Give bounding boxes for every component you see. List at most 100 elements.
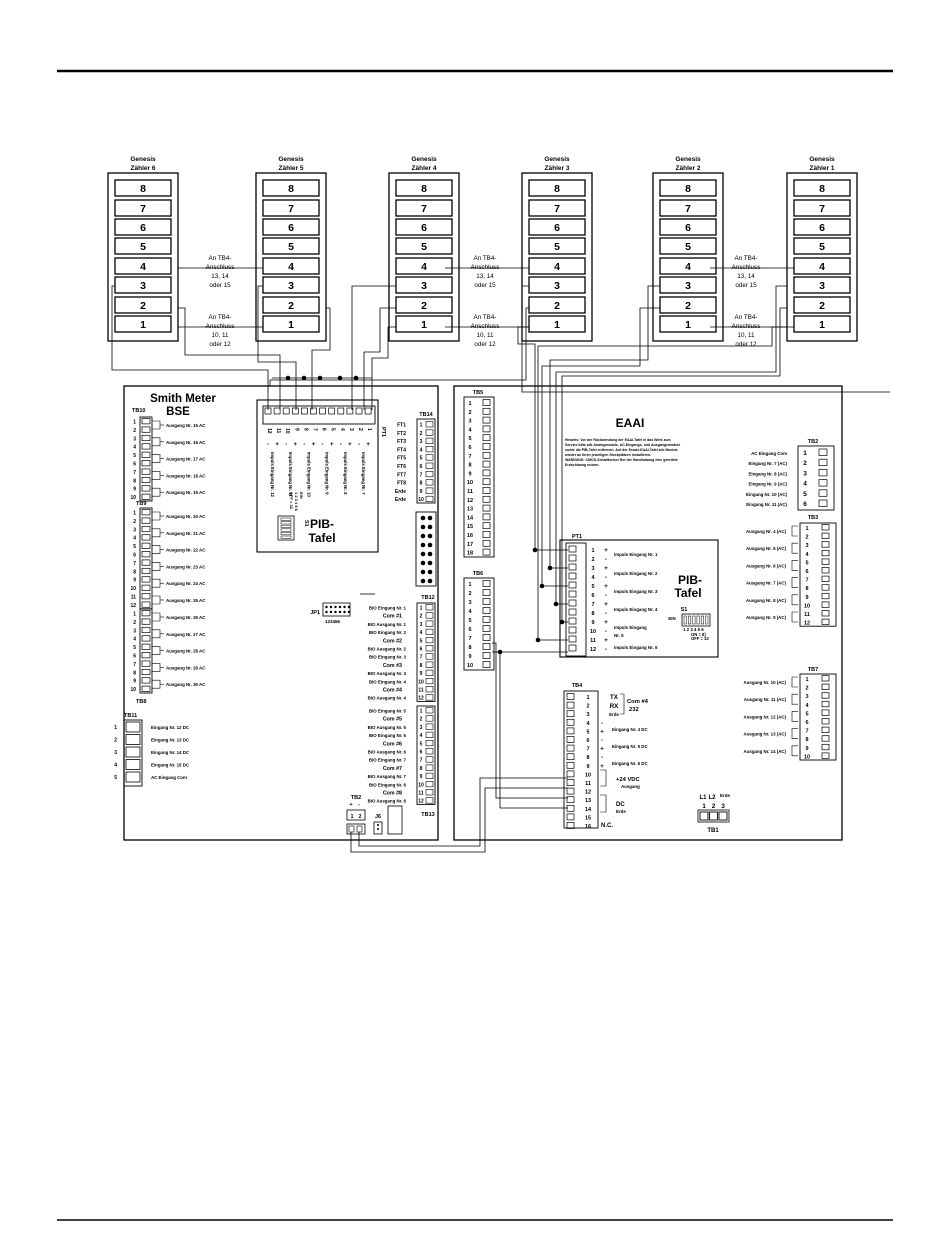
tb13-pin-number: 11 (418, 791, 424, 797)
wire-meter2-t3 (549, 285, 660, 569)
meter-terminal-box (114, 315, 172, 333)
tb3-pin-number: 3 (805, 543, 808, 549)
tb4-dc: DC (616, 802, 625, 808)
tb8-screw (141, 610, 151, 617)
tb7-screw (821, 726, 830, 733)
meter-terminal-number: 3 (288, 280, 294, 292)
tb5-screw (482, 425, 491, 433)
left-pt1-polarity: - (322, 442, 324, 448)
meter-terminal-box (528, 179, 586, 197)
tb6-pin-number: 7 (468, 636, 471, 642)
left-pib-input-label: Impuls Eingang Nr. 9 (325, 452, 330, 495)
tb6-screw (482, 580, 491, 587)
right-tb2-label: TB2 (808, 439, 818, 445)
wire-meter4-t2 (363, 307, 396, 410)
right-pib-title: PIB- (678, 573, 702, 587)
right-pt1-screw (568, 617, 577, 625)
tb14-pin-number: 3 (420, 439, 423, 445)
tb11-screw (125, 759, 141, 770)
note-line: 10, 11 (737, 332, 755, 339)
header-pin (420, 542, 426, 548)
note-line: oder 12 (209, 341, 231, 348)
tb4-pin-number: 15 (585, 815, 591, 821)
jp1-pin (325, 610, 328, 614)
meter-terminal-box (262, 276, 320, 294)
tb12-pin-number: 11 (418, 688, 424, 694)
tb5-pin-number: 18 (467, 551, 473, 557)
tb4-pin-number: 10 (585, 772, 591, 778)
tb4-rx: RX (610, 703, 619, 710)
left-s1-slider (280, 517, 292, 521)
left-pt1-polarity: - (285, 442, 287, 448)
tb5-screw (482, 495, 491, 503)
tb13-pin-number: 3 (420, 725, 423, 731)
meter-terminal-number: 3 (685, 280, 691, 292)
tb6-screw (482, 643, 491, 650)
tb9-pin-number: 7 (133, 561, 136, 567)
right-tb2-input-label: Eingang Nr. 8 (AC) (748, 471, 787, 476)
bio-io-label: BIO Ausgang Nr. 8 (368, 799, 407, 804)
tb10-screw (141, 460, 151, 467)
header-pin (420, 524, 426, 530)
ac-output-bracket (152, 629, 161, 639)
header-pin (427, 578, 433, 584)
tb7-bracket (791, 745, 798, 757)
meter-terminal-number: 4 (554, 261, 560, 273)
tb9-pin-number: 6 (133, 553, 136, 559)
tb6-pin-number: 9 (468, 654, 471, 660)
meter-terminal-number: 1 (288, 319, 294, 331)
left-device-box (387, 805, 403, 835)
ac-output-label: Ausgang Nr. 19 AC (166, 490, 206, 495)
tb1-screw (699, 811, 709, 821)
tb4-pin-number: 13 (585, 798, 591, 804)
tb3-screw (821, 541, 830, 548)
tb12-pin-number: 8 (420, 663, 423, 669)
tb13-pin-number: 5 (420, 741, 423, 747)
left-pt1-pin-number: 4 (339, 428, 345, 431)
left-s1-slider (280, 524, 292, 528)
tb7-bracket (791, 693, 798, 705)
left-tb2-pins-box (346, 809, 366, 821)
meter-outline (652, 172, 724, 342)
left-pib-input-label: Impuls Eingang Nr. 10 (306, 452, 311, 497)
tb1-l1: L1 (699, 795, 707, 801)
tb10-label: TB10 (132, 408, 145, 414)
tb4-input-6: Eingang Nr. 6 DC (612, 761, 648, 766)
jp1-pin (338, 610, 342, 614)
tb12-screw (425, 669, 434, 676)
tb11-block (123, 719, 143, 787)
meter-terminal-number: 6 (421, 222, 427, 234)
left-pib-title: PIB- (310, 517, 334, 531)
tb12-screw (425, 677, 434, 685)
meter-terminal-number: 7 (140, 203, 146, 215)
tb4-pin-number: 2 (586, 704, 589, 710)
wire-meter4-t3 (351, 285, 396, 410)
tb5-pin-number: 10 (467, 480, 473, 486)
tb10-screw (141, 434, 151, 442)
tb14-screw (425, 479, 434, 486)
jp1-pin (347, 605, 351, 609)
jp1-label: JP1 (310, 610, 320, 616)
meter-terminal-box (395, 315, 453, 333)
tb3-screw (821, 610, 830, 617)
left-pt1-pin-number: 11 (275, 428, 281, 434)
tb12-pin-number: 6 (420, 647, 423, 653)
meter-terminal-box (114, 276, 172, 294)
tb13-pin-number: 9 (420, 774, 423, 780)
tb5-screw (482, 487, 491, 494)
meter-terminal-number: 5 (554, 241, 560, 253)
tb9-screw (141, 551, 151, 558)
ac-output-bracket (152, 679, 161, 689)
tb7-pin-number: 4 (805, 703, 809, 709)
left-s1-switch (277, 515, 295, 541)
left-pt1-polarity: + (366, 442, 370, 448)
tb3-screw (821, 584, 830, 591)
tb13-screw (425, 707, 434, 714)
tb13-pin-number: 4 (420, 733, 423, 739)
tb4-pin-number: 14 (585, 807, 592, 813)
ac-output-label: Ausgang Nr. 27 AC (166, 632, 206, 637)
bio-io-label: BIO Ausgang Nr. 3 (368, 671, 407, 676)
tb11-input-label: AC Eingang Com (151, 775, 187, 780)
